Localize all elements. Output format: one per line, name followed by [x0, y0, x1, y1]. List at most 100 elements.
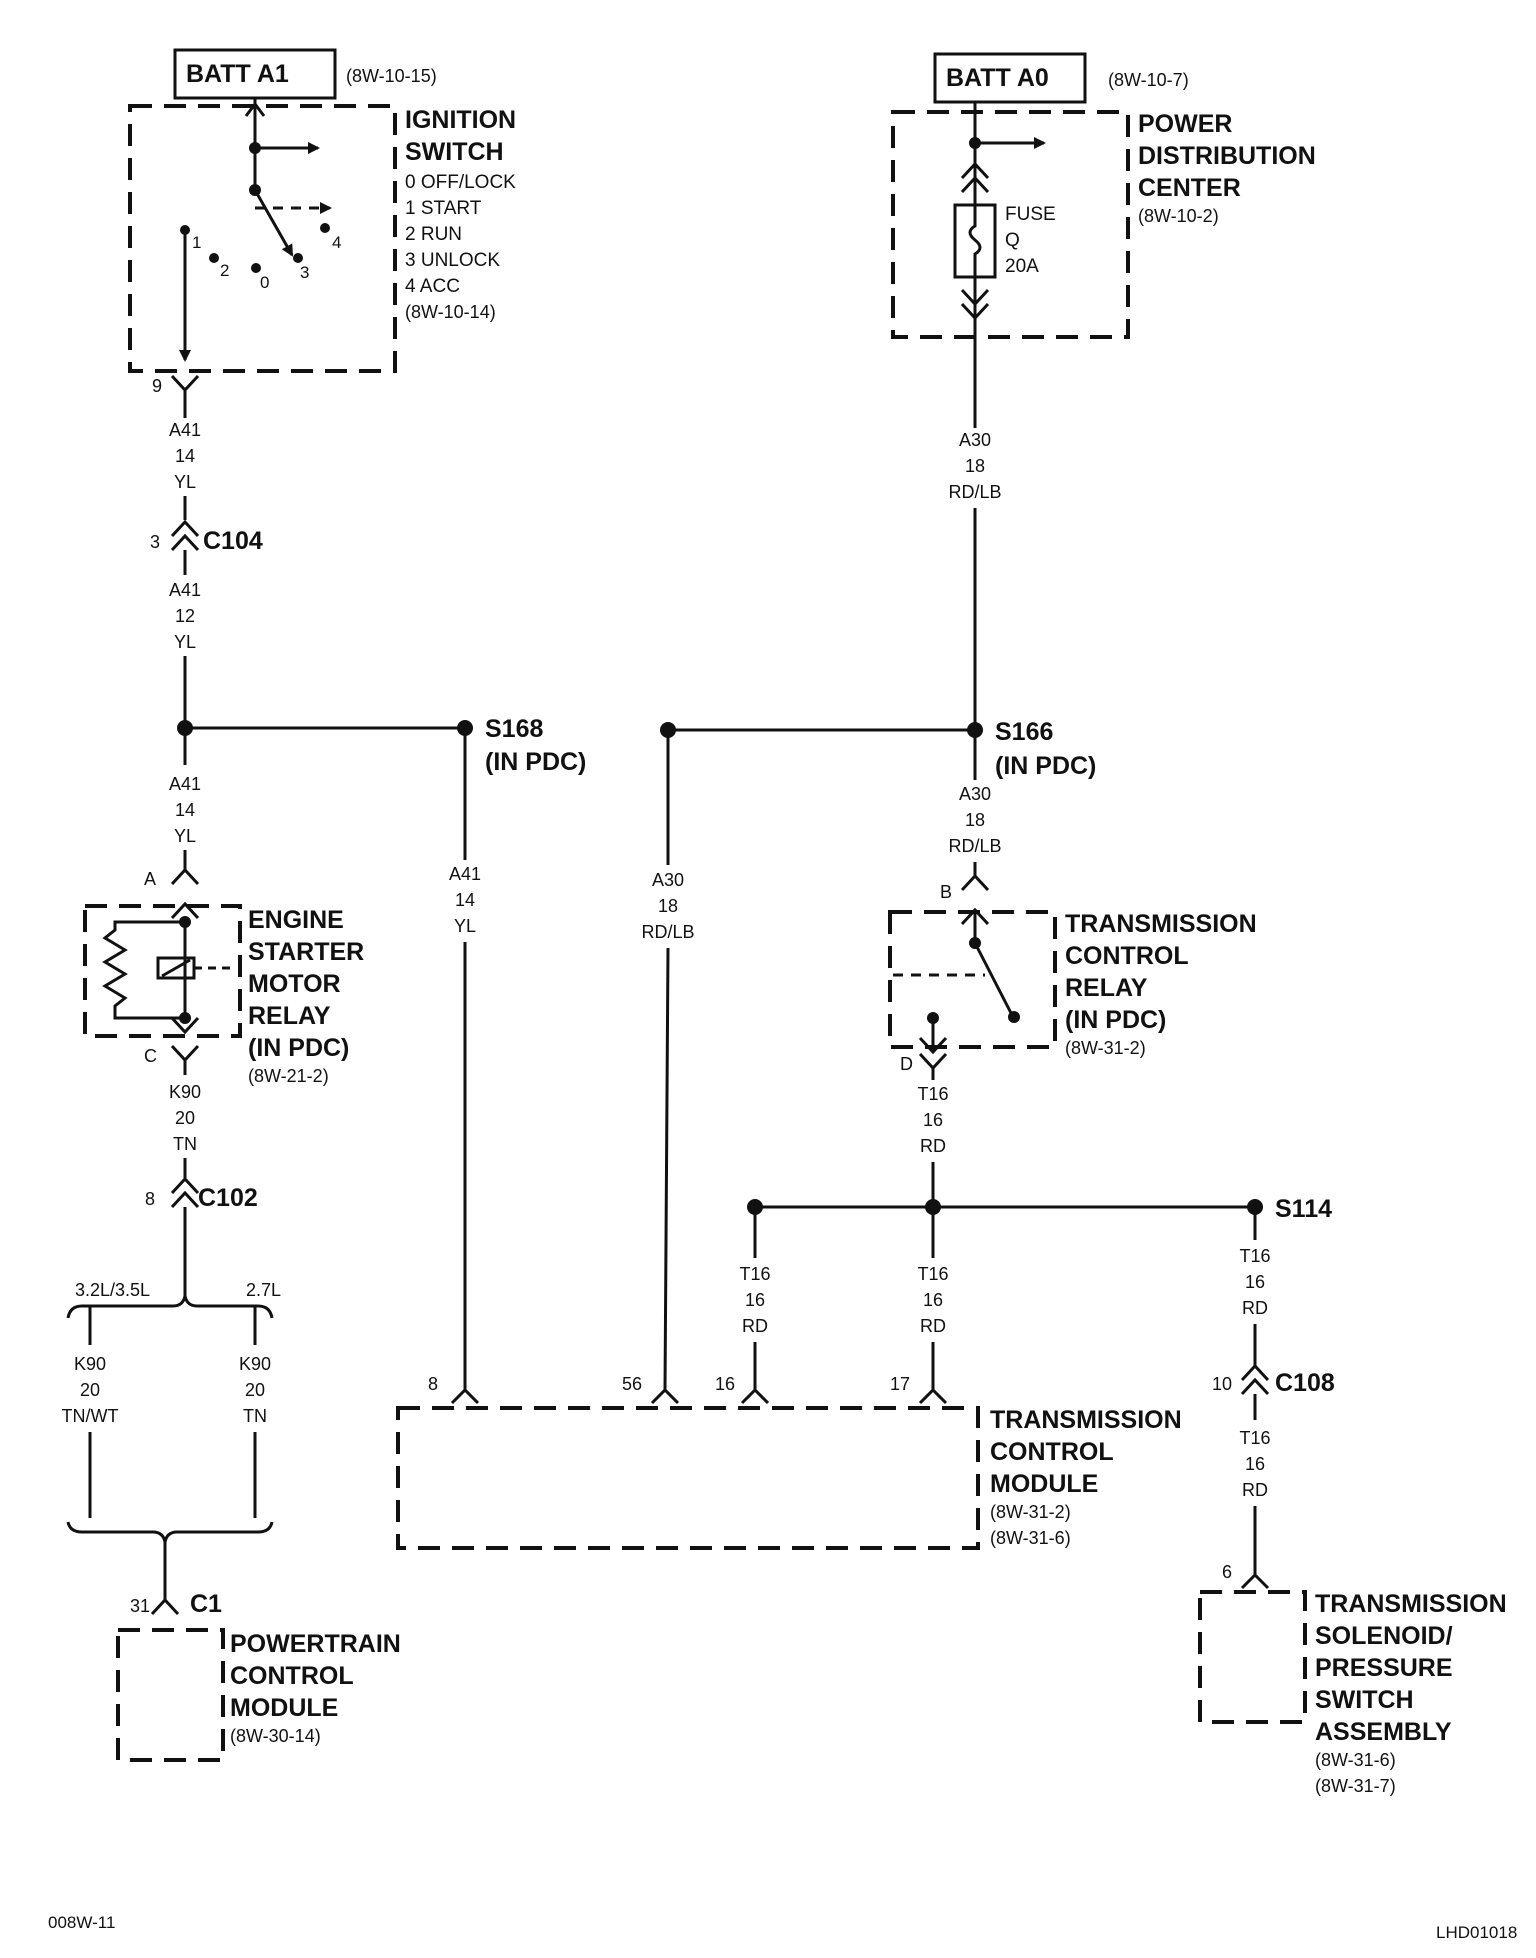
wire-label: 20 [245, 1380, 265, 1400]
solenoid-line-4: SWITCH [1315, 1686, 1414, 1714]
s114-name: S114 [1275, 1195, 1332, 1223]
contact-0: 0 [260, 273, 269, 292]
wire-label: RD/LB [948, 836, 1001, 856]
wire-label: 16 [745, 1290, 765, 1310]
wire-label: 14 [455, 890, 475, 910]
wire-a41-14-s168: A41 14 YL [449, 864, 481, 936]
transmission-control-module: 8 56 16 17 TRANSMISSION CONTROL MODULE (… [396, 1374, 1182, 1550]
relay-pin-a: A [144, 869, 156, 889]
wire-t16-s114: T16 16 RD [1239, 1246, 1270, 1318]
powertrain-control-module: 31 C1 POWERTRAIN CONTROL MODULE (8W-30-1… [116, 1590, 401, 1762]
c108-name: C108 [1275, 1369, 1335, 1397]
wire-a41-14-top: A41 14 YL [169, 420, 201, 492]
batt-a0-label: BATT A0 [946, 64, 1049, 92]
batt-a1-label: BATT A1 [186, 60, 289, 88]
tcm-line-1: TRANSMISSION [990, 1406, 1182, 1434]
wire-label: 16 [923, 1110, 943, 1130]
s166-name: S166 [995, 718, 1053, 746]
wire-label: TN [243, 1406, 267, 1426]
connector-c108: 10 C108 [1212, 1363, 1335, 1397]
solenoid-line-3: PRESSURE [1315, 1654, 1453, 1682]
batt-a1-ref: (8W-10-15) [346, 66, 437, 86]
engine-relay-line-2: STARTER [248, 938, 364, 966]
batt-a1-group: BATT A1 (8W-10-15) [173, 48, 437, 100]
tcm-pin-17: 17 [890, 1374, 910, 1394]
tcm-pin-56: 56 [622, 1374, 642, 1394]
solenoid-box [1198, 1590, 1307, 1724]
tcm-pin-8: 8 [428, 1374, 438, 1394]
wire-label: K90 [169, 1082, 201, 1102]
pcm-line-2: CONTROL [230, 1662, 354, 1690]
s168-name: S168 [485, 715, 543, 743]
ignition-switch-box [128, 104, 397, 373]
wire-label: RD/LB [948, 482, 1001, 502]
wire-label: YL [174, 632, 196, 652]
engine-relay-line-3: MOTOR [248, 970, 341, 998]
wire-label: 16 [1245, 1272, 1265, 1292]
solenoid-line-2: SOLENOID/ [1315, 1622, 1453, 1650]
wire-a30-left: A30 18 RD/LB [641, 870, 694, 942]
wire-label: A41 [169, 580, 201, 600]
wire-label: 14 [175, 800, 195, 820]
wire-label: A41 [169, 420, 201, 440]
wire-label: T16 [1239, 1428, 1270, 1448]
tcm-line-2: CONTROL [990, 1438, 1114, 1466]
wire-label: K90 [239, 1354, 271, 1374]
wire-t16-c108: T16 16 RD [1239, 1428, 1270, 1500]
engine-relay-ref: (8W-21-2) [248, 1066, 329, 1086]
wire-label: A41 [449, 864, 481, 884]
wire-label: 18 [658, 896, 678, 916]
wire-label: 16 [923, 1290, 943, 1310]
solenoid-ref-1: (8W-31-6) [1315, 1750, 1396, 1770]
ignition-position-0: 0 OFF/LOCK [405, 172, 516, 193]
pcm-line-3: MODULE [230, 1694, 338, 1722]
wire-label: 12 [175, 606, 195, 626]
wire-label: RD [742, 1316, 768, 1336]
trans-relay-pin-d: D [900, 1054, 913, 1074]
c104-pin: 3 [150, 532, 160, 552]
relay-pin-c: C [144, 1046, 157, 1066]
engine-relay-box [83, 904, 242, 1038]
pcm-ref: (8W-30-14) [230, 1726, 321, 1746]
trans-relay-line-2: CONTROL [1065, 942, 1189, 970]
wire-label: T16 [917, 1264, 948, 1284]
branch-right: 2.7L [246, 1280, 281, 1300]
ignition-switch-name-1: IGNITION [405, 106, 516, 134]
ignition-switch-name-2: SWITCH [405, 138, 504, 166]
tcm-ref-2: (8W-31-6) [990, 1528, 1071, 1548]
batt-a0-ref: (8W-10-7) [1108, 70, 1189, 90]
solenoid-line-1: TRANSMISSION [1315, 1590, 1507, 1618]
solenoid-ref-2: (8W-31-7) [1315, 1776, 1396, 1796]
wire-label: 20 [175, 1108, 195, 1128]
trans-relay-line-1: TRANSMISSION [1065, 910, 1257, 938]
transmission-solenoid-assembly: 6 TRANSMISSION SOLENOID/ PRESSURE SWITCH… [1198, 1562, 1507, 1796]
wire-label: 14 [175, 446, 195, 466]
c1-pin: 31 [130, 1596, 150, 1616]
ignition-position-3: 3 UNLOCK [405, 250, 500, 271]
wire-label: A30 [652, 870, 684, 890]
wire-label: A30 [959, 784, 991, 804]
batt-a0-box [933, 52, 1087, 104]
ignition-pin-9: 9 [152, 376, 162, 396]
wire-label: 20 [80, 1380, 100, 1400]
branch-left: 3.2L/3.5L [75, 1280, 150, 1300]
wire-label: A41 [169, 774, 201, 794]
wire-label: RD [920, 1316, 946, 1336]
wire-label: 16 [1245, 1454, 1265, 1474]
ignition-position-1: 1 START [405, 198, 482, 219]
wire-label: T16 [739, 1264, 770, 1284]
ignition-position-4: 4 ACC [405, 276, 460, 297]
pdc-box [891, 110, 1130, 339]
wire-label: TN/WT [62, 1406, 119, 1426]
transmission-control-relay: B D TRANSMISSION CONTROL RELAY (IN PDC) … [888, 873, 1257, 1074]
solenoid-line-5: ASSEMBLY [1315, 1718, 1452, 1746]
wire-a30-top: A30 18 RD/LB [948, 430, 1001, 502]
ignition-switch-ref: (8W-10-14) [405, 302, 496, 322]
pdc-name-3: CENTER [1138, 174, 1241, 202]
wire-label: K90 [74, 1354, 106, 1374]
pcm-box [116, 1628, 225, 1762]
c104-name: C104 [203, 527, 263, 555]
contact-3: 3 [300, 263, 309, 282]
fuse-label-3: 20A [1005, 256, 1039, 277]
trans-relay-line-3: RELAY [1065, 974, 1148, 1002]
